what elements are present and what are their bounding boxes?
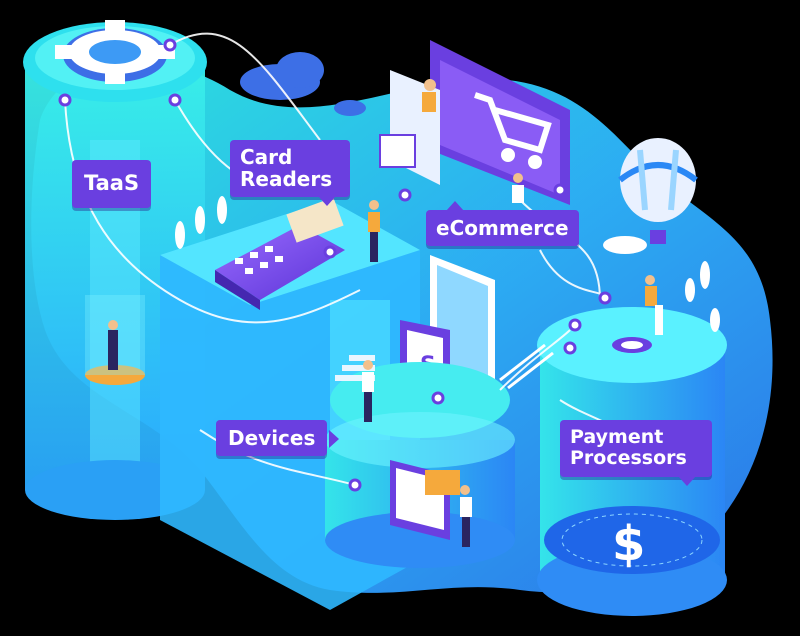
payment-processors-label: Payment Processors bbox=[560, 420, 712, 485]
taas-label: TaaS bbox=[72, 160, 152, 208]
card-readers-line2: Readers bbox=[240, 167, 333, 192]
ladder bbox=[499, 343, 554, 390]
ecommerce-label: eCommerce bbox=[426, 200, 579, 247]
connector-nodes bbox=[58, 38, 612, 492]
taas-label-text: TaaS bbox=[84, 171, 140, 195]
ecommerce-label-text: eCommerce bbox=[436, 216, 569, 240]
devices-label-text: Devices bbox=[228, 426, 316, 450]
payment-processors-line2: Processors bbox=[570, 447, 687, 470]
card-readers-label: Card Readers bbox=[230, 140, 350, 206]
tree-icons bbox=[175, 196, 720, 332]
gear-icon bbox=[55, 20, 175, 84]
elevator-person bbox=[85, 295, 145, 385]
stairs bbox=[335, 355, 375, 381]
people-figures bbox=[362, 79, 663, 547]
ecommerce-monitor bbox=[430, 40, 570, 205]
shopping-cart-icon bbox=[474, 92, 552, 169]
card-readers-line1: Card bbox=[240, 145, 293, 169]
cloud-icon bbox=[240, 52, 647, 254]
dollar-icon: $ bbox=[612, 516, 645, 572]
hot-air-balloon-icon bbox=[618, 138, 698, 244]
payment-processors-line1: Payment bbox=[570, 426, 664, 448]
card-reader bbox=[215, 197, 345, 310]
devices-label: Devices bbox=[216, 420, 340, 457]
